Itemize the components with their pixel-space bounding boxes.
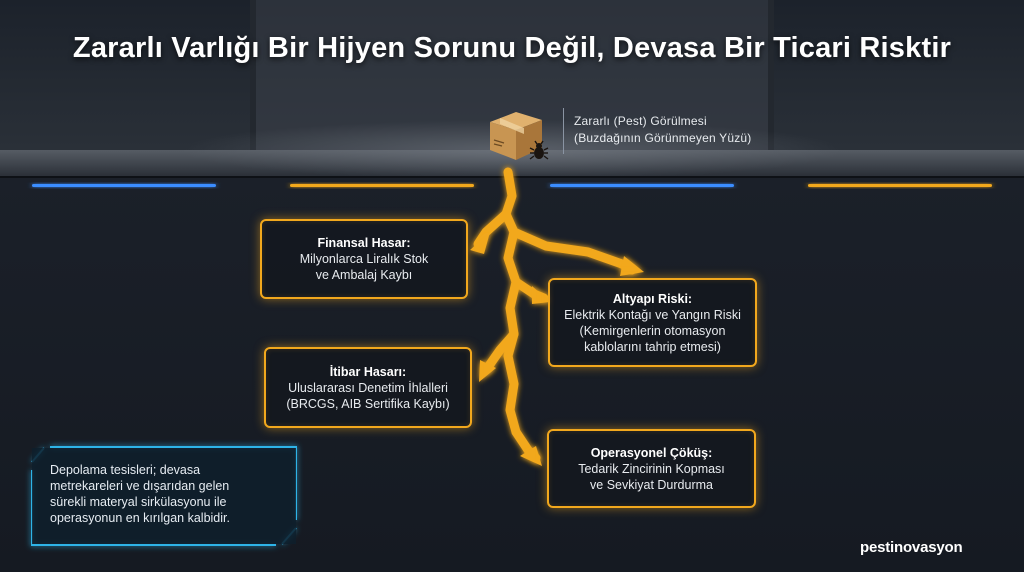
reputation-damage-card: İtibar Hasarı: Uluslararası Denetim İhla… (264, 347, 472, 428)
pest-label-line1: Zararlı (Pest) Görülmesi (574, 114, 707, 128)
card-text: kablolarını tahrip etmesi) (584, 339, 721, 354)
info-line: Depolama tesisleri; devasa (50, 463, 201, 477)
card-text: ve Sevkiyat Durdurma (590, 477, 713, 492)
pest-label-divider (563, 108, 564, 154)
financial-damage-card: Finansal Hasar: Milyonlarca Liralık Stok… (260, 219, 468, 299)
card-text: (BRCGS, AIB Sertifika Kaybı) (286, 396, 450, 411)
card-text: Elektrik Kontağı ve Yangın Riski (564, 307, 741, 322)
card-text: (Kemirgenlerin otomasyon (579, 323, 726, 338)
info-line: sürekli materyal sirkülasyonu ile (50, 495, 227, 509)
card-title: Operasyonel Çöküş: (590, 445, 713, 460)
card-text: ve Ambalaj Kaybı (315, 268, 413, 282)
card-title: İtibar Hasarı: (329, 364, 407, 379)
brand-logo: pestinovasyon (860, 539, 963, 556)
floor-light-strips (32, 184, 992, 187)
root-arrowheads (470, 232, 644, 466)
operational-collapse-card: Operasyonel Çöküş: Tedarik Zincirinin Ko… (547, 429, 756, 508)
card-text: Tedarik Zincirinin Kopması (578, 461, 725, 476)
bug-icon (529, 140, 549, 160)
infrastructure-risk-card: Altyapı Riski: Elektrik Kontağı ve Yangı… (548, 278, 757, 367)
card-text: Uluslararası Denetim İhlalleri (288, 380, 448, 395)
card-text: Milyonlarca Liralık Stok (299, 252, 429, 266)
card-title: Finansal Hasar: (317, 236, 411, 250)
info-line: metrekareleri ve dışarıdan gelen (50, 479, 230, 493)
page-title: Zararlı Varlığı Bir Hijyen Sorunu Değil,… (72, 32, 952, 64)
pest-sighting-label: Zararlı (Pest) Görülmesi (Buzdağının Gör… (574, 113, 751, 147)
pest-label-line2: (Buzdağının Görünmeyen Yüzü) (574, 131, 752, 145)
info-line: operasyonun en kırılgan kalbidir. (50, 511, 230, 525)
card-title: Altyapı Riski: (612, 291, 693, 306)
info-box: Depolama tesisleri; devasa metrekareleri… (32, 448, 296, 544)
